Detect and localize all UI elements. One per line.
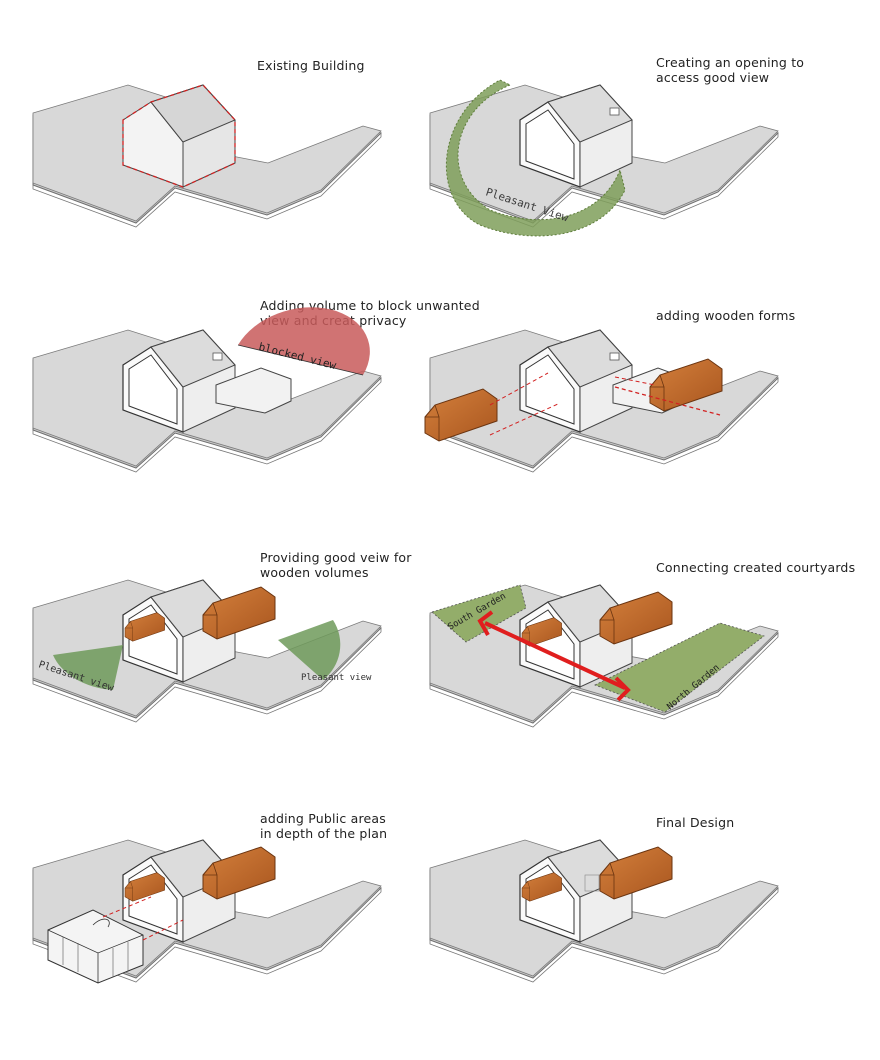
caption-wooden: adding wooden forms [656, 308, 796, 323]
panel-courtyards: South Garden North Garden [429, 584, 779, 728]
caption-opening: Creating an opening to access good view [656, 55, 805, 85]
caption-public: adding Public areas in depth of the plan [260, 811, 388, 841]
pleasant-view-right: Pleasant view [301, 673, 372, 683]
panel-view-wooden: Pleasant view Pleasant view [32, 579, 382, 723]
caption-existing: Existing Building [257, 58, 365, 73]
caption-final: Final Design [656, 815, 735, 830]
panel-final [429, 839, 779, 983]
caption-view-wooden: Providing good veiw for wooden volumes [260, 550, 412, 580]
panel-wooden [424, 329, 779, 473]
caption-courtyards: Connecting created courtyards [656, 560, 856, 575]
panel-existing [32, 84, 382, 228]
panel-public [32, 839, 382, 984]
panel-opening: Pleasant View [429, 79, 779, 237]
panel-volume: blocked view [32, 307, 382, 473]
public-volume [47, 909, 144, 984]
